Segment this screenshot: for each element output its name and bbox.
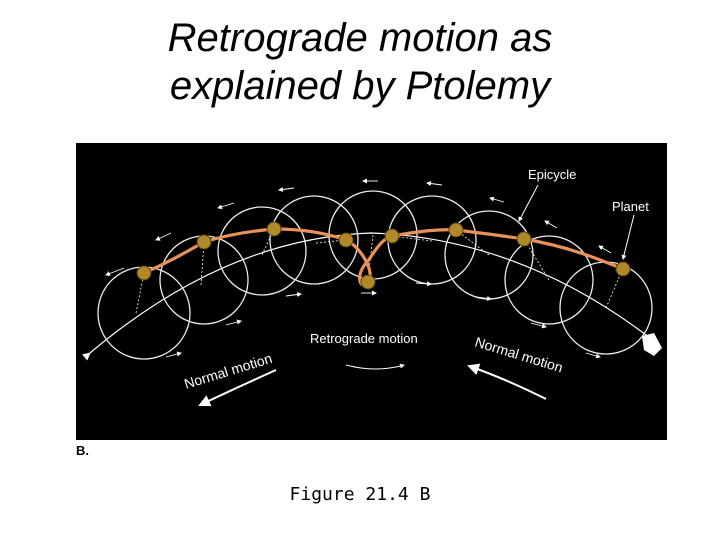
retrograde-label: Retrograde motion [310,331,418,346]
retrograde-diagram: Epicycle Planet Retrograde motion Normal… [76,143,667,440]
planet-dot [267,222,281,236]
planet-dot [197,235,211,249]
planet-dot [361,275,375,289]
title-line-2: explained by Ptolemy [0,62,720,110]
planet-dot [616,262,630,276]
planet-label: Planet [612,199,649,214]
page-title: Retrograde motion as explained by Ptolem… [0,14,720,110]
panel-letter: B. [76,443,89,458]
figure-caption: Figure 21.4 B [0,484,720,505]
epicycle-label: Epicycle [528,167,576,182]
planet-dot [339,233,353,247]
planet-dot [385,229,399,243]
planet-dot [449,223,463,237]
planet-dot [517,232,531,246]
title-line-1: Retrograde motion as [0,14,720,62]
planet-dot [137,266,151,280]
